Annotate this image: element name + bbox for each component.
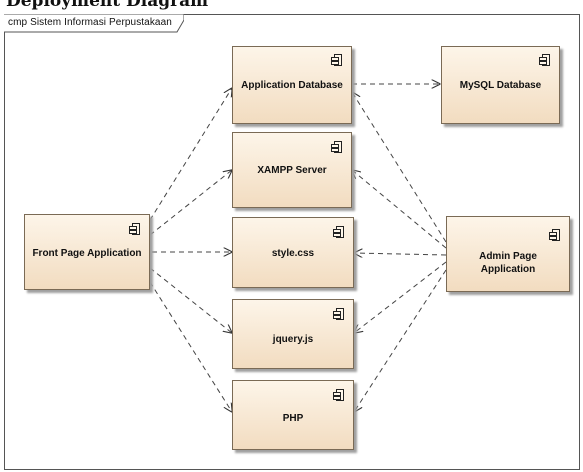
link-front-xampp [149, 170, 232, 236]
link-front-php [149, 281, 232, 412]
page-heading: Deployment Diagram [6, 0, 209, 11]
component-admin-page-application[interactable]: Admin Page Application [446, 216, 570, 292]
link-front-jquery [149, 267, 232, 333]
component-label: XAMPP Server [257, 165, 327, 176]
component-label: jquery.js [272, 334, 314, 345]
component-icon [549, 229, 560, 241]
link-front-appdb [149, 88, 232, 221]
component-icon [333, 389, 344, 401]
component-style-css[interactable]: style.css [232, 217, 354, 288]
component-front-page-application[interactable]: Front Page Application [24, 214, 150, 290]
component-label: Application Database [241, 80, 343, 91]
component-label-line2: Application [480, 264, 536, 275]
component-icon [333, 308, 344, 320]
component-icon [129, 223, 140, 235]
component-label: MySQL Database [459, 80, 542, 91]
component-php[interactable]: PHP [232, 380, 354, 450]
link-admin-style [354, 253, 447, 255]
component-label: style.css [271, 248, 315, 259]
link-admin-jquery [354, 261, 447, 333]
component-xampp-server[interactable]: XAMPP Server [232, 132, 352, 208]
frame-tab [4, 14, 184, 33]
component-label-line1: Admin Page [479, 251, 537, 262]
component-icon [539, 54, 550, 66]
component-jquery-js[interactable]: jquery.js [232, 299, 354, 369]
link-admin-php [354, 269, 447, 412]
link-admin-appdb [352, 92, 447, 243]
component-icon [333, 226, 344, 238]
component-label: Front Page Application [32, 248, 142, 259]
component-icon [331, 141, 342, 153]
link-admin-xampp [352, 170, 447, 249]
diagram-frame [4, 14, 580, 470]
component-mysql-database[interactable]: MySQL Database [441, 46, 560, 124]
diagram-title: cmp Sistem Informasi Perpustakaan [8, 17, 172, 28]
component-icon [331, 54, 342, 66]
component-application-database[interactable]: Application Database [232, 46, 352, 124]
component-label: PHP [282, 413, 304, 424]
